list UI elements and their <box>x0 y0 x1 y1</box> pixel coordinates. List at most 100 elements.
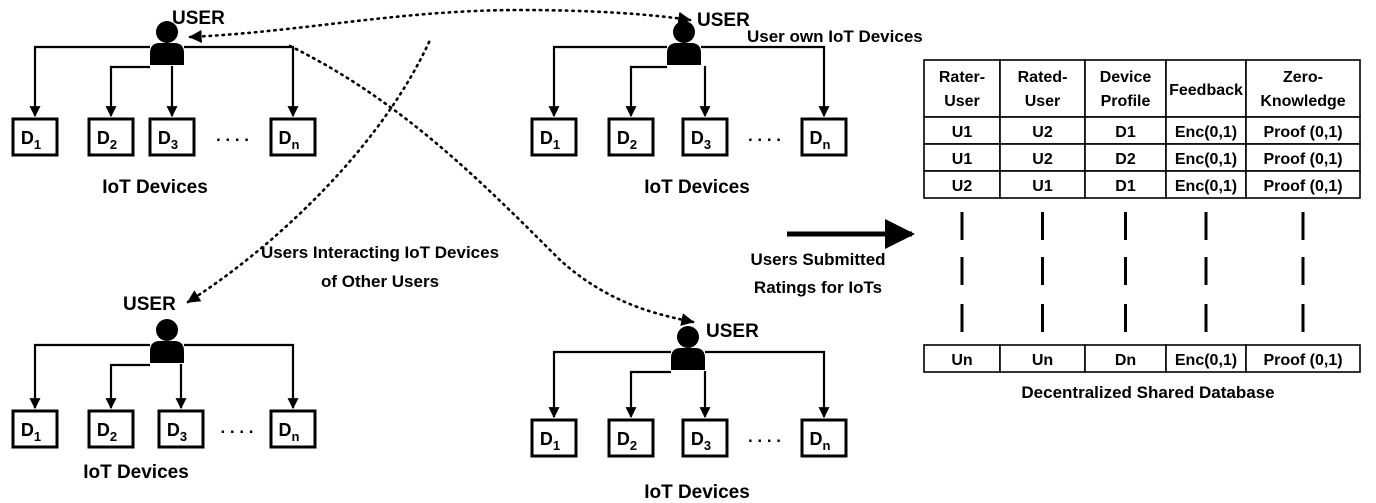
interaction-arrow-left <box>186 38 432 304</box>
device-box-dn: Dn <box>269 409 317 449</box>
table-row-cell <box>1084 143 1167 172</box>
annotation-submitted-line2: Ratings for IoTs <box>754 278 882 297</box>
table-row-cell <box>1245 170 1361 199</box>
connector-d1 <box>548 350 671 419</box>
cell-text: Proof (0,1) <box>1263 178 1342 195</box>
device-ellipsis: . . . . <box>216 126 249 145</box>
database-caption: Decentralized Shared Database <box>1021 383 1274 402</box>
device-box-d2: D2 <box>87 409 135 449</box>
header-cell <box>1165 59 1247 118</box>
header-text: Device <box>1100 69 1152 86</box>
annotation-submitted-line1: Users Submitted <box>750 250 885 269</box>
user-label: USER <box>706 321 759 342</box>
user-group-3: USER D1 D2 D3 Dn . . . . IoT Devices <box>11 294 317 483</box>
header-cell <box>1245 59 1361 118</box>
cell-text: U2 <box>952 178 973 195</box>
iot-devices-caption: IoT Devices <box>644 177 750 198</box>
connector-dn <box>184 343 299 410</box>
device-box-d1: D1 <box>530 117 578 157</box>
cell-text: Enc(0,1) <box>1175 352 1237 369</box>
connector-d1 <box>548 45 667 118</box>
connector-dn <box>184 45 299 118</box>
header-text: Knowledge <box>1260 93 1345 110</box>
interaction-arrow-cross <box>288 44 695 326</box>
connector-d2 <box>625 370 671 419</box>
annotation-interacting-line2: of Other Users <box>321 272 439 291</box>
cell-text: U2 <box>1032 124 1053 141</box>
header-text: Rater- <box>939 69 985 86</box>
user-icon <box>667 21 701 65</box>
table-row-cell <box>999 170 1086 199</box>
annotation-own-devices: User own IoT Devices <box>747 27 923 46</box>
device-box-d2: D2 <box>87 117 135 157</box>
device-connectors <box>548 350 830 419</box>
user-label: USER <box>123 294 176 315</box>
header-text: User <box>944 93 980 110</box>
table-row-last-cell <box>923 344 1001 373</box>
header-text: Profile <box>1101 93 1151 110</box>
interaction-arrows <box>186 8 695 326</box>
device-box-d1: D1 <box>11 409 59 449</box>
header-text: Rated- <box>1018 69 1068 86</box>
connector-d1 <box>29 45 150 118</box>
iot-devices-caption: IoT Devices <box>83 462 189 483</box>
cell-text: U1 <box>952 124 973 141</box>
connector-d2 <box>625 65 667 118</box>
device-box-d1: D1 <box>11 117 59 157</box>
table-row-cell <box>1165 143 1247 172</box>
cell-text: Un <box>1032 352 1053 369</box>
connector-dn <box>701 45 830 118</box>
iot-devices-caption: IoT Devices <box>102 177 208 198</box>
table-row-cell <box>923 170 1001 199</box>
device-box-d3: D3 <box>148 117 196 157</box>
cell-text: Proof (0,1) <box>1263 124 1342 141</box>
header-text: Zero- <box>1283 69 1323 86</box>
table-row-cell <box>1165 170 1247 199</box>
connector-d2 <box>105 65 150 118</box>
device-ellipsis: . . . . <box>748 126 781 145</box>
user-label: USER <box>697 10 750 31</box>
header-text: Feedback <box>1169 82 1243 99</box>
cell-text: D1 <box>1115 124 1136 141</box>
iot-devices-caption: IoT Devices <box>644 482 750 503</box>
cell-text: U2 <box>1032 151 1053 168</box>
cell-text: Enc(0,1) <box>1175 151 1237 168</box>
device-connectors <box>29 343 299 410</box>
device-connectors <box>29 45 299 118</box>
device-connectors <box>548 45 830 118</box>
table-row-last-cell <box>1245 344 1361 373</box>
user-label: USER <box>172 8 225 29</box>
interaction-arrow-top <box>188 8 692 43</box>
device-ellipsis: . . . . <box>748 427 781 446</box>
header-text: User <box>1025 93 1061 110</box>
device-box-d3: D3 <box>681 117 729 157</box>
table-row-last-cell <box>1165 344 1247 373</box>
device-ellipsis: . . . . <box>220 418 253 437</box>
connector-dn <box>705 350 830 419</box>
table-row-last-cell <box>999 344 1086 373</box>
device-box-d3: D3 <box>681 418 729 458</box>
user-icon <box>671 326 705 370</box>
cell-text: Dn <box>1115 352 1136 369</box>
cell-text: D2 <box>1115 151 1136 168</box>
cell-text: Proof (0,1) <box>1263 151 1342 168</box>
device-box-d2: D2 <box>607 117 655 157</box>
cell-text: D1 <box>1115 178 1136 195</box>
table-row-cell <box>1245 116 1361 145</box>
device-box-dn: Dn <box>800 117 848 157</box>
connector-d2 <box>105 363 150 410</box>
connector-d1 <box>29 343 150 410</box>
cell-text: U1 <box>1032 178 1053 195</box>
device-box-dn: Dn <box>800 418 848 458</box>
table-row-last-cell <box>1084 344 1167 373</box>
cell-text: Proof (0,1) <box>1263 352 1342 369</box>
annotation-interacting-line1: Users Interacting IoT Devices <box>261 243 499 262</box>
user-group-2: USER D1 D2 D3 Dn . . . . IoT Devices <box>530 10 848 198</box>
device-box-d3: D3 <box>157 409 205 449</box>
cell-text: Enc(0,1) <box>1175 178 1237 195</box>
